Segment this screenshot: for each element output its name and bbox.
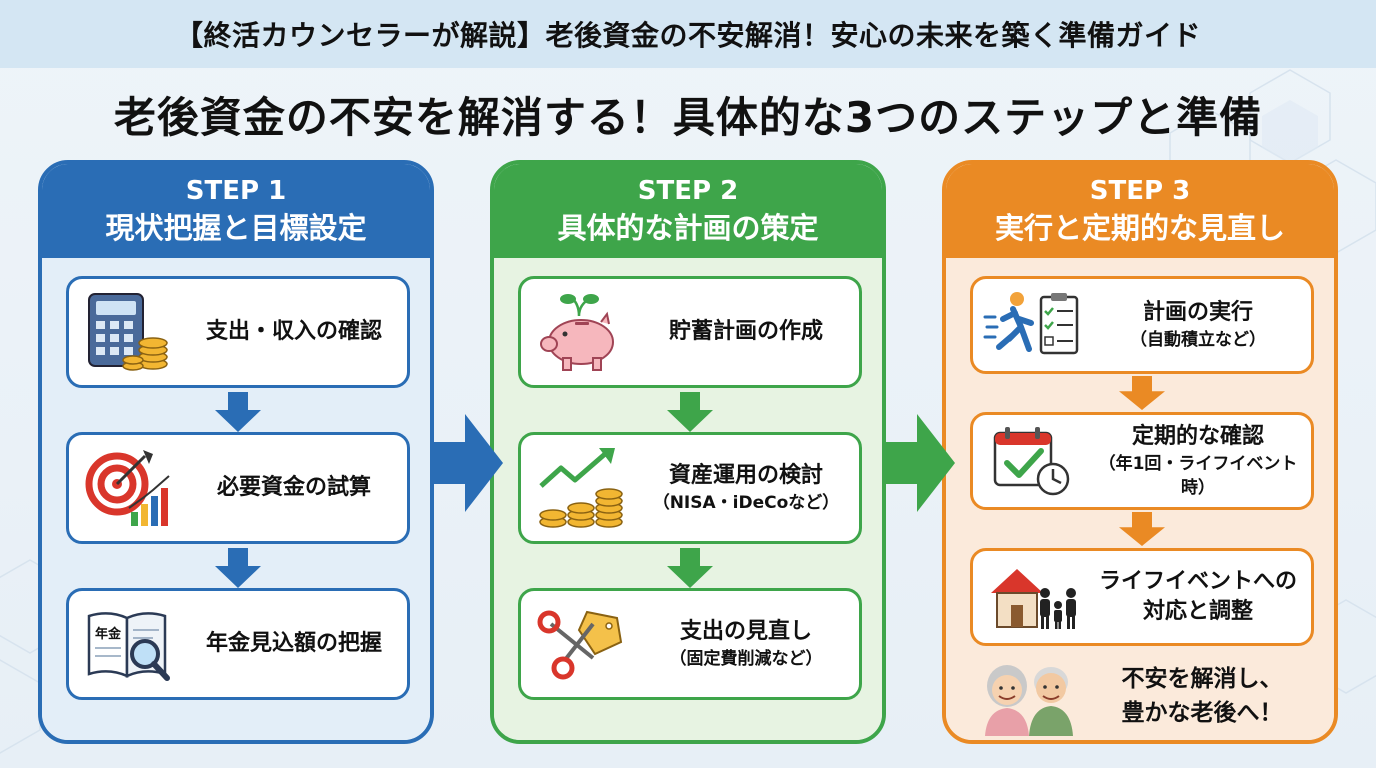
card-title: 資産運用の検討 [668, 463, 823, 488]
card-asset-management: 資産運用の検討 （NISA・iDeCoなど） [518, 432, 862, 544]
card-subtitle: （自動積立など） [1130, 330, 1266, 350]
step-2-to-3-arrow-icon [883, 414, 955, 512]
card-subtitle: （年1回・ライフイベント時） [1098, 454, 1298, 498]
step-2-body: 貯蓄計画の作成 資産運用の検討 （NISA・iDeCoなど） [494, 258, 882, 740]
step-1-title: 現状把握と目標設定 [105, 211, 367, 245]
card-subtitle: （固定費削減など） [669, 649, 823, 669]
target-chart-icon [69, 435, 189, 541]
card-periodic-review: 定期的な確認 （年1回・ライフイベント時） [970, 412, 1314, 510]
calendar-check-clock-icon [973, 415, 1093, 507]
step-3-label: STEP 3 [1089, 176, 1191, 206]
header-banner: 【終活カウンセラーが解説】老後資金の不安解消！安心の未来を築く準備ガイド [0, 0, 1376, 68]
card-required-funds-estimate: 必要資金の試算 [66, 432, 410, 544]
runner-checklist-icon [973, 279, 1093, 371]
card-title: 支出・収入の確認 [205, 319, 382, 344]
step-1-label: STEP 1 [185, 176, 287, 206]
down-arrow-icon [667, 548, 713, 588]
pension-book-magnifier-icon: 年金 [69, 591, 189, 697]
down-arrow-icon [1119, 512, 1165, 546]
piggy-bank-sprout-icon [521, 279, 641, 385]
elderly-couple-icon [970, 656, 1090, 736]
finale-message: 不安を解消し、 豊かな老後へ！ [970, 654, 1314, 738]
banner-title: 【終活カウンセラーが解説】老後資金の不安解消！安心の未来を築く準備ガイド [174, 19, 1201, 52]
step-3-column: STEP 3 実行と定期的な見直し 計画の実行 （自動積立など） [942, 160, 1338, 744]
card-title: 年金見込額の把握 [205, 631, 382, 656]
step-2-label: STEP 2 [637, 176, 739, 206]
step-1-to-2-arrow-icon [431, 414, 503, 512]
card-subtitle: （NISA・iDeCoなど） [652, 493, 840, 513]
down-arrow-icon [1119, 376, 1165, 410]
down-arrow-icon [215, 392, 261, 432]
card-title: 計画の実行 [1142, 300, 1253, 325]
card-expense-income-check: 支出・収入の確認 [66, 276, 410, 388]
card-title: 貯蓄計画の作成 [668, 319, 823, 344]
card-title: 支出の見直し [679, 619, 812, 644]
card-title: 必要資金の試算 [216, 475, 371, 500]
finale-line2: 豊かな老後へ！ [1121, 700, 1283, 726]
scissors-tag-icon [521, 591, 641, 697]
main-title: 老後資金の不安を解消する！具体的な3つのステップと準備 [113, 93, 1263, 142]
card-title: ライフイベントへの [1098, 569, 1297, 594]
finale-line1: 不安を解消し、 [1121, 666, 1283, 692]
step-1-header: STEP 1 現状把握と目標設定 [42, 164, 430, 258]
down-arrow-icon [215, 548, 261, 588]
down-arrow-icon [667, 392, 713, 432]
card-life-event-adjustment: ライフイベントへの 対応と調整 [970, 548, 1314, 646]
card-plan-execution: 計画の実行 （自動積立など） [970, 276, 1314, 374]
step-3-body: 計画の実行 （自動積立など） 定期的な確認 （年1回・ライフイベント時） [946, 258, 1334, 740]
step-1-body: 支出・収入の確認 必要資金の試算 [42, 258, 430, 740]
step-3-header: STEP 3 実行と定期的な見直し [946, 164, 1334, 258]
card-savings-plan: 貯蓄計画の作成 [518, 276, 862, 388]
calculator-coins-icon [69, 279, 189, 385]
card-title-line2: 対応と調整 [1142, 599, 1253, 624]
card-title: 定期的な確認 [1131, 424, 1264, 449]
step-3-title: 実行と定期的な見直し [994, 211, 1285, 245]
house-family-icon [973, 551, 1093, 643]
step-2-title: 具体的な計画の策定 [557, 211, 819, 245]
step-2-header: STEP 2 具体的な計画の策定 [494, 164, 882, 258]
card-pension-estimate: 年金 年金見込額の把握 [66, 588, 410, 700]
step-1-column: STEP 1 現状把握と目標設定 [38, 160, 434, 744]
book-label: 年金 [95, 626, 122, 642]
card-expense-review: 支出の見直し （固定費削減など） [518, 588, 862, 700]
growth-arrow-coins-icon [521, 435, 641, 541]
step-2-column: STEP 2 具体的な計画の策定 貯蓄計画の作成 [490, 160, 886, 744]
